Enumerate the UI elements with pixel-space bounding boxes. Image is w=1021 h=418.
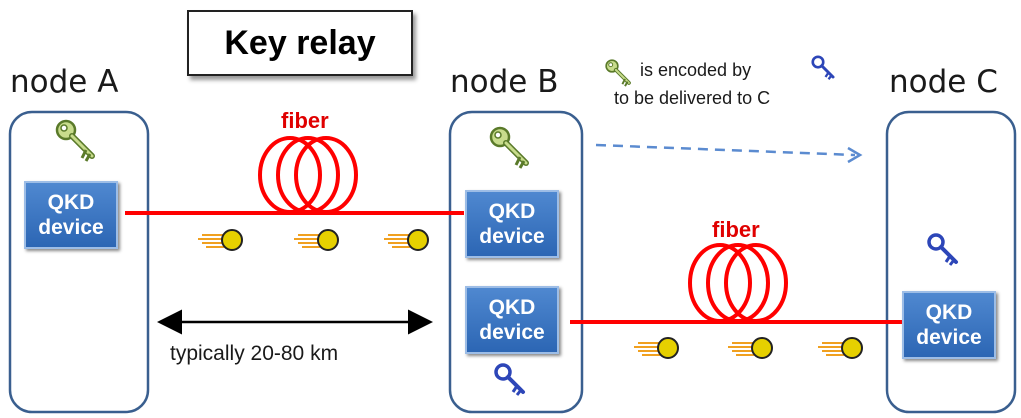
- distance-label: typically 20-80 km: [170, 342, 339, 365]
- blue-key-icon: [811, 55, 835, 81]
- qkd-device-line2: device: [479, 225, 545, 248]
- qkd-device-line2: device: [916, 326, 982, 349]
- fiber-coil-icon: [688, 243, 788, 323]
- node-c-label: node C: [889, 64, 998, 100]
- qkd-device-line1: QKD: [488, 296, 536, 319]
- qkd-device-a: QKD device: [24, 181, 118, 249]
- green-key-icon: [604, 58, 631, 89]
- fiber-label-bc: fiber: [712, 217, 760, 242]
- qkd-device-line2: device: [38, 216, 104, 239]
- diagram-title: Key relay: [187, 10, 413, 76]
- dashed-arrow-head: [847, 146, 863, 164]
- qkd-device-c: QKD device: [902, 291, 996, 359]
- node-a-label: node A: [10, 64, 119, 100]
- node-a-box: [8, 110, 150, 414]
- photon-icon: [383, 229, 429, 251]
- note-line1: is encoded by: [640, 60, 752, 80]
- qkd-device-line2: device: [479, 321, 545, 344]
- qkd-device-line1: QKD: [488, 200, 536, 223]
- photon-icon: [633, 337, 679, 359]
- photon-icon: [817, 337, 863, 359]
- qkd-device-line1: QKD: [925, 301, 973, 324]
- fiber-coil-icon: [258, 136, 358, 214]
- photon-icon: [197, 229, 243, 251]
- photon-icon: [293, 229, 339, 251]
- dashed-arrow-icon: [595, 143, 856, 157]
- node-b-label: node B: [450, 64, 559, 100]
- qkd-device-b-right: QKD device: [465, 286, 559, 354]
- note-line2: to be delivered to C: [614, 88, 771, 108]
- photon-icon: [727, 337, 773, 359]
- fiber-label-ab: fiber: [281, 108, 329, 133]
- qkd-device-b-left: QKD device: [465, 190, 559, 258]
- qkd-device-line1: QKD: [47, 191, 95, 214]
